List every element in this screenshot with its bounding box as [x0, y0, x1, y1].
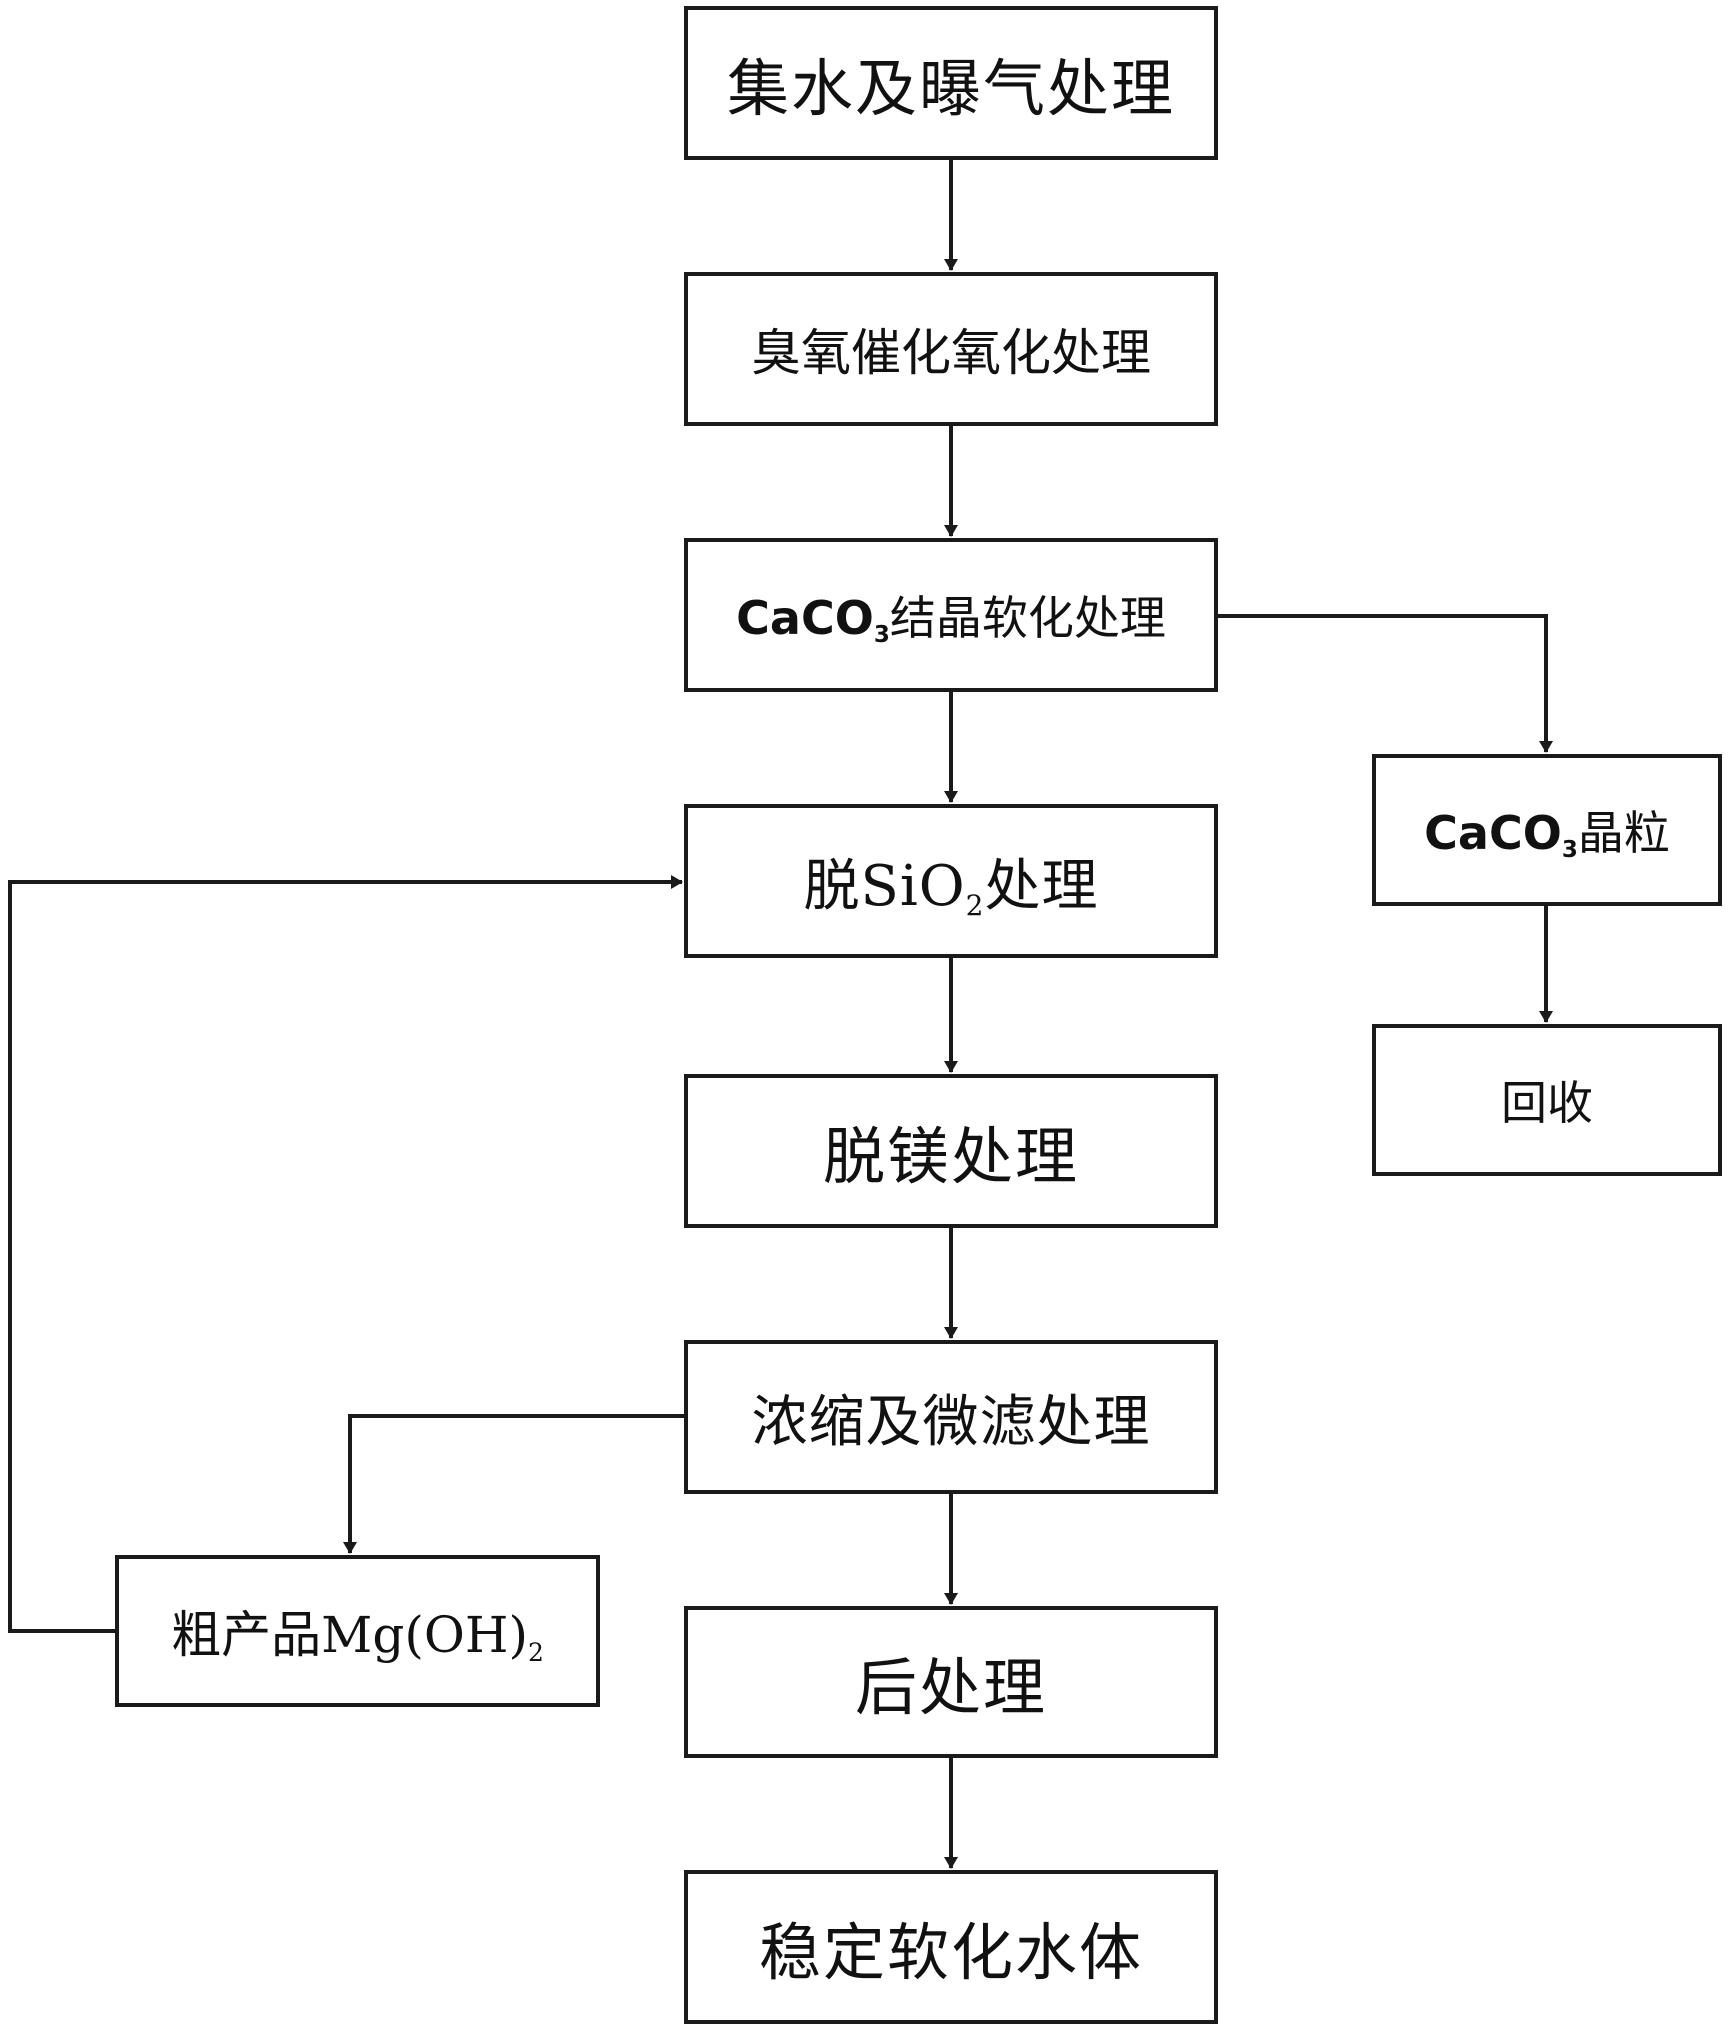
edge-caco3-softening-to-caco3-grains: [1218, 614, 1553, 753]
node-concentration-microfiltration: 浓缩及微滤处理: [684, 1340, 1218, 1494]
node-sio2-removal: 脱SiO2处理: [684, 804, 1218, 958]
node-caco3-crystallization-softening: CaCO3结晶软化处理: [684, 538, 1218, 692]
node-crude-mgoh2-label: 粗产品Mg(OH)2: [171, 1606, 544, 1667]
edge-concentration-to-crude-mgoh2: [343, 1414, 684, 1554]
node-ozone-catalytic-oxidation-label: 臭氧催化氧化处理: [751, 324, 1151, 382]
node-crude-mgoh2: 粗产品Mg(OH)2: [115, 1555, 600, 1707]
node-recycle: 回收: [1372, 1024, 1722, 1176]
node-sio2-removal-label: 脱SiO2处理: [803, 853, 1099, 922]
node-recycle-label: 回收: [1501, 1076, 1593, 1130]
node-ozone-catalytic-oxidation: 臭氧催化氧化处理: [684, 272, 1218, 426]
node-caco3-grains: CaCO3晶粒: [1372, 754, 1722, 906]
node-concentration-microfiltration-label: 浓缩及微滤处理: [751, 1389, 1151, 1455]
node-collection-aeration: 集水及曝气处理: [684, 6, 1218, 160]
node-demagnesium-label: 脱镁处理: [822, 1120, 1079, 1193]
edge-crude-mgoh2-to-sio2-removal: [8, 875, 683, 1633]
node-stable-softened-water: 稳定软化水体: [684, 1870, 1218, 2024]
node-caco3-crystallization-softening-label: CaCO3结晶软化处理: [736, 591, 1166, 649]
node-collection-aeration-label: 集水及曝气处理: [726, 52, 1175, 125]
node-post-treatment-label: 后处理: [854, 1651, 1047, 1724]
node-post-treatment: 后处理: [684, 1606, 1218, 1758]
node-caco3-grains-label: CaCO3晶粒: [1424, 806, 1670, 864]
node-stable-softened-water-label: 稳定软化水体: [758, 1916, 1143, 1989]
node-demagnesium: 脱镁处理: [684, 1074, 1218, 1228]
